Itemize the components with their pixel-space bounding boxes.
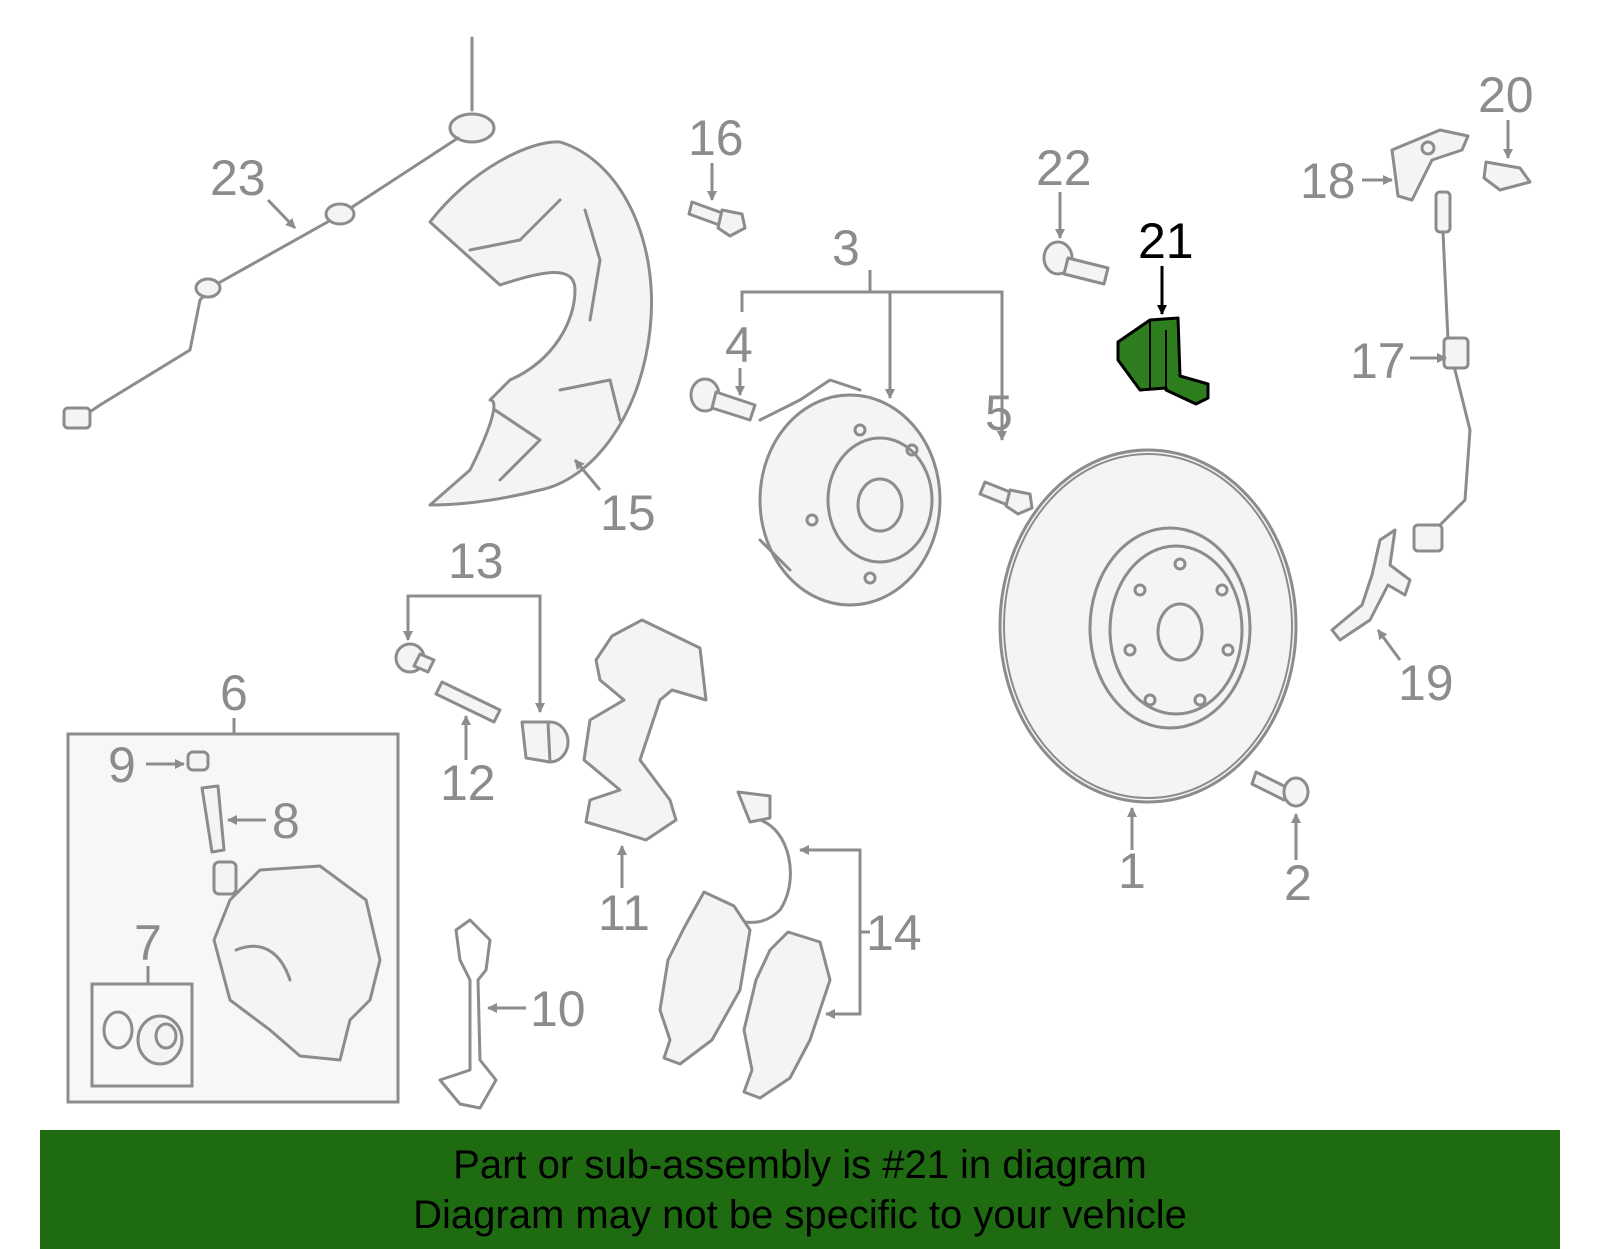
banner-line-2: Diagram may not be specific to your vehi… — [413, 1193, 1187, 1237]
label-12: 12 — [440, 755, 496, 811]
label-17: 17 — [1350, 333, 1406, 389]
label-14: 14 — [866, 905, 922, 961]
bolt-part-16 — [687, 200, 747, 238]
bracket-part-18 — [1390, 128, 1470, 202]
label-1: 1 — [1118, 843, 1146, 899]
abs-cable-part-23 — [62, 36, 496, 430]
label-13: 13 — [448, 533, 504, 589]
label-10: 10 — [530, 981, 586, 1037]
label-3: 3 — [832, 220, 860, 276]
label-18: 18 — [1300, 153, 1356, 209]
guide-bolt-part-13 — [394, 642, 436, 674]
bushing-part-13 — [520, 720, 570, 764]
label-22: 22 — [1036, 140, 1092, 196]
label-15: 15 — [600, 485, 656, 541]
label-23: 23 — [210, 150, 266, 206]
bolt-part-22 — [1042, 240, 1110, 286]
label-16: 16 — [688, 110, 744, 166]
label-11: 11 — [598, 885, 650, 941]
bolt-part-5 — [978, 480, 1034, 516]
bleeder-cap-part-9 — [186, 750, 210, 772]
bleeder-screw-part-8 — [200, 784, 226, 854]
bolt-part-4 — [689, 377, 757, 422]
caliper-part-6 — [212, 860, 382, 1062]
caliper-bracket-part-11 — [582, 618, 708, 842]
brake-rotor-part-1 — [998, 448, 1298, 804]
seal-kit-part-7 — [102, 1010, 184, 1066]
banner-line-1: Part or sub-assembly is #21 in diagram — [453, 1143, 1147, 1187]
spring-clip-part-10 — [438, 918, 498, 1110]
wheel-hub-part-3 — [758, 378, 942, 607]
label-9: 9 — [108, 737, 136, 793]
label-6: 6 — [220, 665, 248, 721]
label-20: 20 — [1478, 67, 1534, 123]
clip-part-20 — [1482, 160, 1532, 192]
label-2: 2 — [1284, 855, 1312, 911]
brake-hose-part-17 — [1412, 190, 1472, 553]
info-banner: Part or sub-assembly is #21 in diagram D… — [40, 1130, 1560, 1249]
label-7: 7 — [134, 915, 162, 971]
label-8: 8 — [272, 793, 300, 849]
guide-pin-part-12 — [434, 680, 502, 724]
screw-part-2 — [1250, 770, 1310, 808]
label-5: 5 — [985, 385, 1013, 441]
label-4: 4 — [725, 317, 753, 373]
splash-shield-part-15 — [428, 140, 653, 507]
label-19: 19 — [1398, 655, 1454, 711]
bracket-part-19 — [1330, 528, 1412, 642]
sensor-bracket-part-21-highlighted — [1116, 316, 1210, 406]
brake-pads-part-14 — [658, 790, 832, 1100]
label-21: 21 — [1138, 213, 1194, 269]
